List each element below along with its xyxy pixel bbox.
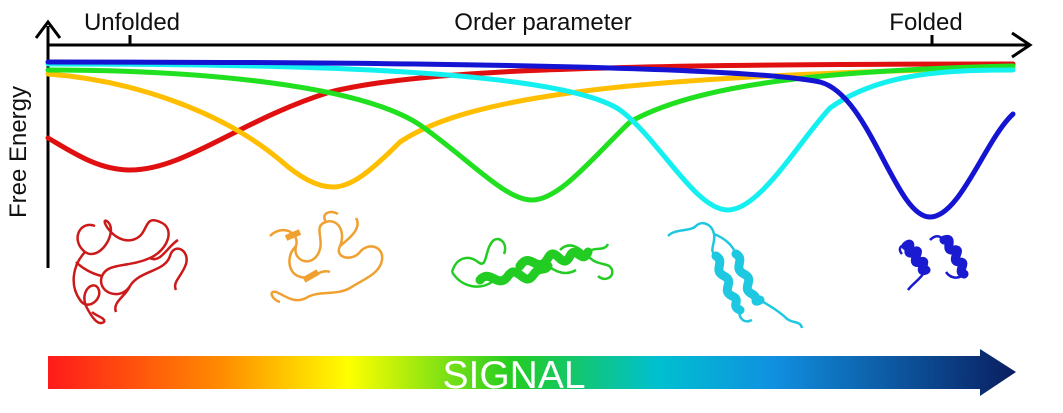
protein-structure-red <box>72 219 188 325</box>
energy-curve-red <box>45 61 1016 173</box>
energy-curve-cyan <box>45 61 1016 213</box>
energy-curve-green <box>45 63 1016 203</box>
protein-structure-orange <box>269 210 384 304</box>
axes <box>34 19 1033 268</box>
protein-structure-blue <box>898 234 969 291</box>
protein-structure-cyan <box>667 222 804 329</box>
signal-gradient-bar <box>48 349 1016 396</box>
protein-structure-green <box>450 237 614 288</box>
energy-curve-orange <box>45 65 1016 190</box>
y-axis-title: Free Energy <box>5 86 32 218</box>
folded-label: Folded <box>889 9 962 36</box>
energy-curves <box>45 59 1016 220</box>
signal-label: SIGNAL <box>442 354 585 397</box>
unfolded-label: Unfolded <box>84 9 180 36</box>
x-axis-arrowhead <box>1011 31 1033 59</box>
x-axis-title: Order parameter <box>454 9 631 36</box>
y-axis-arrowhead <box>34 19 62 39</box>
energy-curve-blue <box>45 59 1016 220</box>
signal-arrow: SIGNAL <box>48 349 1016 397</box>
